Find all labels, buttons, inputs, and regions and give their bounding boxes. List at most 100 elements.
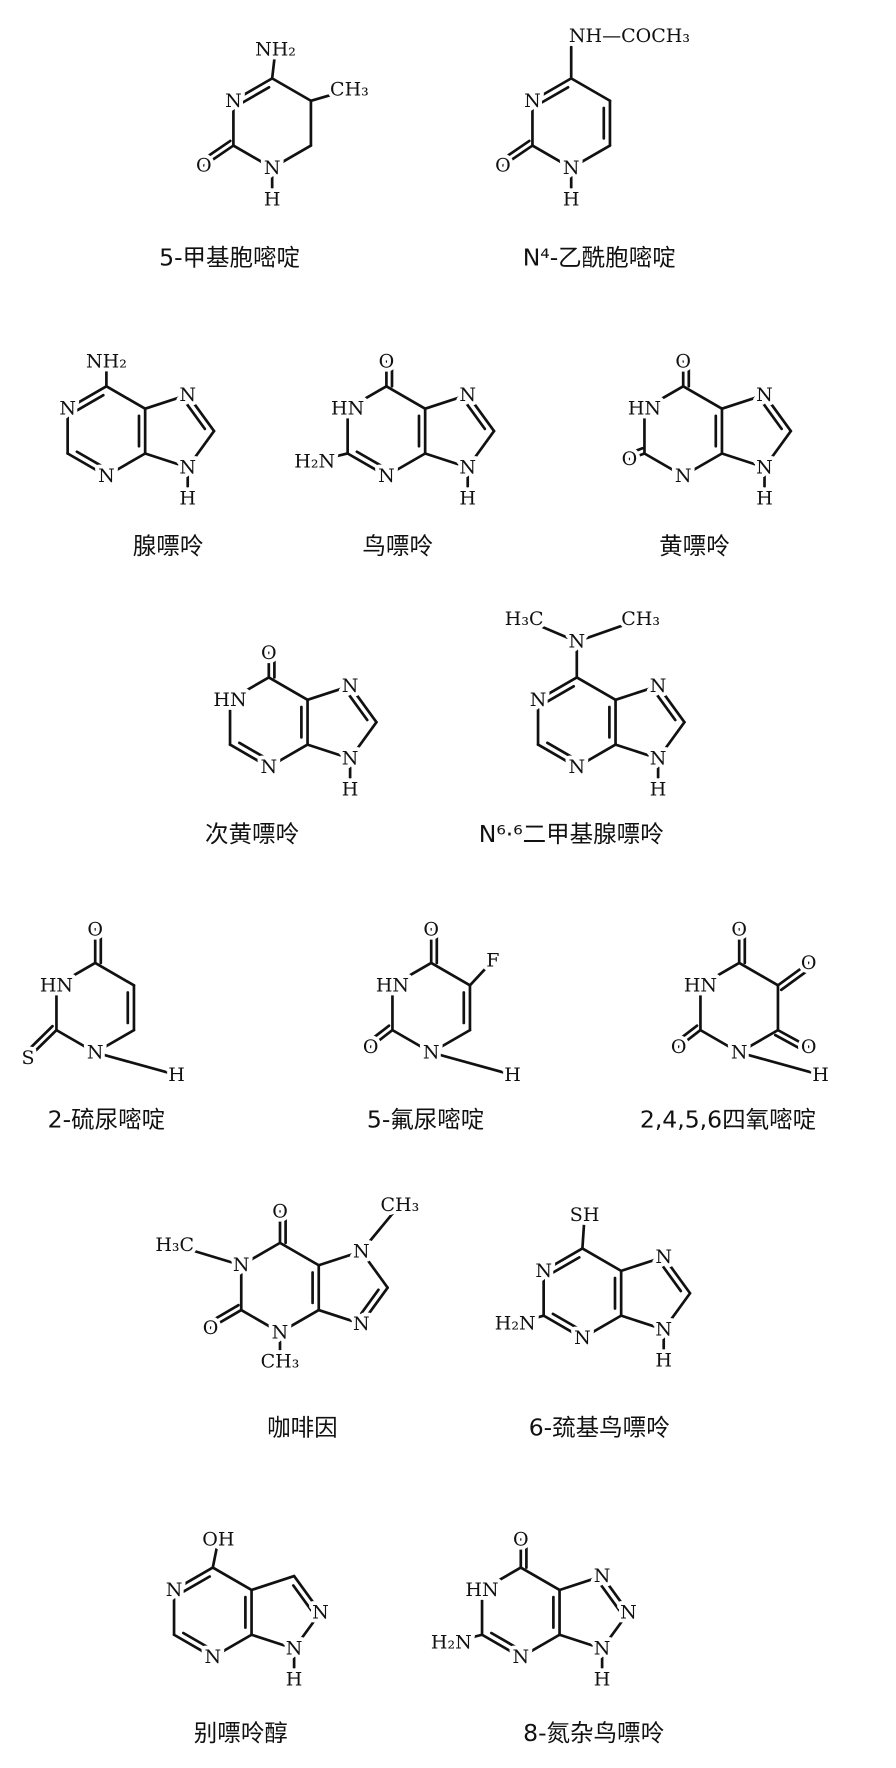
single-bond (581, 1213, 586, 1250)
atom-label: N (98, 465, 115, 487)
single-bond (531, 144, 573, 170)
single-bond (737, 1051, 822, 1077)
atom-label: O (363, 1036, 379, 1058)
double-bond-inner (237, 741, 268, 760)
double-bond (26, 1028, 58, 1060)
atom-label: H (594, 1669, 611, 1691)
double-bond (656, 684, 686, 724)
single-bond (423, 393, 470, 411)
compound-caption: N⁴-乙酰胞嘧啶 (523, 243, 676, 271)
double-bond (536, 743, 579, 769)
atom-label: N (675, 465, 692, 487)
double-bond-inner (465, 402, 487, 431)
atom-label: O (675, 351, 691, 373)
single-bond (55, 961, 97, 987)
compound-caption: 黄嘌呤 (659, 532, 730, 560)
compound-caption: 5-氟尿嘧啶 (367, 1106, 484, 1134)
single-bond (720, 452, 766, 469)
single-bond (558, 1633, 604, 1650)
single-bond (105, 452, 147, 478)
single-bond (270, 47, 277, 80)
atom-label: N (756, 384, 773, 406)
double-bond (542, 1247, 584, 1273)
atom-label: CH₃ (330, 79, 369, 101)
single-bond (313, 452, 349, 463)
double-bond-second (206, 1303, 240, 1325)
single-bond (513, 1314, 545, 1325)
single-bond (575, 676, 617, 702)
atom-label: H (459, 487, 476, 509)
atom-label: N (568, 631, 585, 653)
single-bond (250, 1574, 296, 1592)
single-bond (558, 1574, 604, 1592)
atom-label: O (379, 351, 395, 373)
single-bond (391, 1028, 433, 1054)
compound-caption: N⁶·⁶二甲基腺嘌呤 (479, 820, 664, 848)
compound-caption: 2,4,5,6四氧嘧啶 (640, 1106, 816, 1134)
double-bond-inner (551, 1256, 581, 1274)
double-bond-second (365, 1024, 391, 1044)
atom-label: N (655, 1319, 672, 1341)
double-bond-inner (291, 1584, 313, 1612)
single-bond (143, 393, 190, 411)
atom-label: N (312, 1601, 329, 1623)
single-bond (232, 144, 274, 170)
double-bond (531, 77, 573, 103)
single-bond (105, 384, 147, 411)
double-bond-inner (181, 1631, 212, 1650)
single-bond (575, 743, 617, 769)
single-bond (681, 452, 724, 478)
atom-label: O (513, 1529, 529, 1551)
double-bond-inner (75, 393, 105, 412)
atom-label: H (264, 188, 281, 210)
single-bond (93, 1028, 136, 1054)
single-bond (359, 1250, 389, 1289)
double-bond (359, 1286, 389, 1326)
compound-caption: 别嘌呤醇 (194, 1719, 288, 1747)
single-bond (346, 384, 388, 411)
single-bond (309, 88, 351, 103)
compound-caption: 腺嘌呤 (133, 532, 204, 560)
double-bond-second (498, 139, 531, 163)
double-bond (232, 77, 274, 103)
atom-label: O (801, 952, 817, 974)
atom-label: N (233, 1254, 250, 1276)
atom-label: N (260, 756, 277, 778)
compound-caption: 鸟嘌呤 (362, 532, 433, 560)
atom-label: H₃C (155, 1234, 194, 1256)
double-bond (542, 1314, 584, 1340)
atom-label: HN (213, 689, 246, 711)
compound-caption: 8-氮杂鸟嘌呤 (523, 1719, 664, 1747)
double-bond-second (199, 139, 232, 163)
double-bond (677, 1028, 702, 1049)
single-bond (385, 452, 427, 478)
atom-label: CH₃ (621, 608, 660, 630)
atom-label: N (353, 1313, 370, 1335)
single-bond (250, 1633, 296, 1650)
single-bond (569, 144, 612, 170)
atom-label: H (756, 487, 773, 509)
double-bond-inner (599, 1584, 621, 1612)
compound-caption: 次黄嘌呤 (205, 820, 299, 848)
double-bond (480, 1633, 523, 1659)
single-bond (211, 1538, 220, 1569)
atom-label: N (225, 90, 242, 112)
atom-label: HN (628, 398, 661, 420)
single-bond (278, 1241, 321, 1267)
atom-label: N (620, 1601, 637, 1623)
single-bond (211, 1566, 253, 1592)
atom-label: N (272, 1321, 289, 1343)
atom-label: N (459, 456, 476, 478)
atom-label: HN (331, 398, 364, 420)
double-bond-inner (355, 450, 385, 469)
atom-label: N (535, 1260, 552, 1282)
double-bond-inner (545, 741, 576, 760)
single-bond (93, 1051, 178, 1077)
atom-label: N (568, 756, 585, 778)
atom-label: H (504, 1064, 521, 1086)
